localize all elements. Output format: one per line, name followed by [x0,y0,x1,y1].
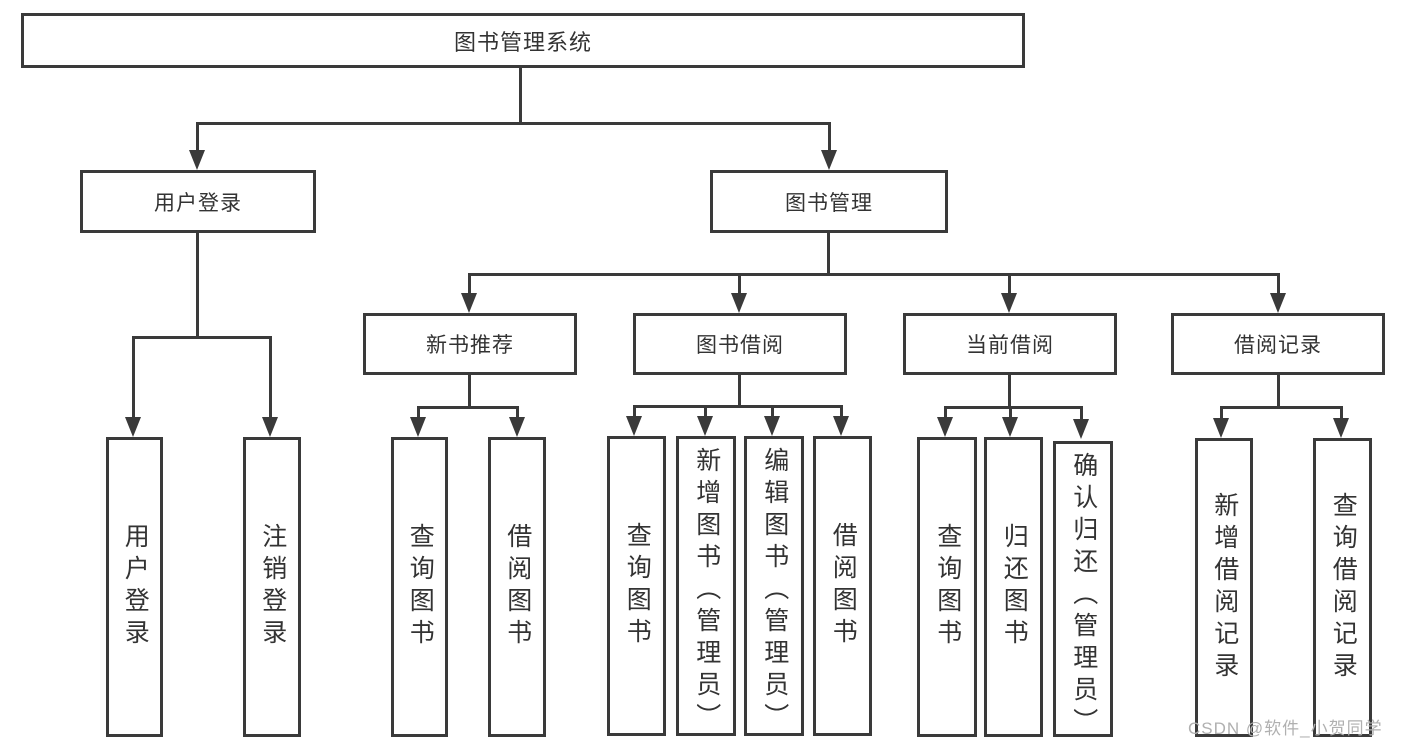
leaf-bb-edit-books-admin: 编辑图书（管理员） [744,436,804,736]
arrowhead-to-user-login-icon [189,150,205,170]
leaf-bb-query-books: 查询图书 [607,436,666,736]
arrowhead-to-br-add-icon [1213,418,1229,438]
arrowhead-to-bb-add-icon [697,416,713,436]
arrowhead-to-cb-return-icon [1002,417,1018,437]
node-book-mgmt-label: 图书管理 [785,191,873,215]
csdn-watermark: CSDN @软件_小贺同学 [1188,719,1383,738]
node-root: 图书管理系统 [21,13,1025,68]
arrowhead-to-cb-confirm-icon [1073,419,1089,439]
edge-to-book-borrow-line [738,273,741,295]
arrowhead-to-bb-edit-icon [764,416,780,436]
leaf-bb-borrow-books: 借阅图书 [813,436,872,736]
edge-to-br-query-line [1340,406,1343,419]
arrowhead-to-leaf-user-login-icon [125,417,141,437]
node-user-login: 用户登录 [80,170,316,233]
edge-borrow-records-trunk-line [1277,375,1280,409]
edge-to-cb-confirm-line [1080,406,1083,421]
edge-to-bb-borrow-line [840,405,843,418]
edge-to-leaf-user-login-line [132,336,135,419]
edge-current-borrow-split-line [944,406,1083,409]
edge-root-trunk-line [519,68,522,125]
leaf-cb-return-books: 归还图书 [984,437,1043,737]
edge-to-new-book-rec-line [468,273,471,295]
leaf-bb-query-books-label: 查询图书 [623,522,652,650]
arrowhead-to-leaf-logout-icon [262,417,278,437]
edge-to-borrow-records-line [1277,273,1280,295]
leaf-br-query-record: 查询借阅记录 [1313,438,1372,737]
leaf-bb-edit-books-admin-label: 编辑图书（管理员） [760,447,789,735]
leaf-logout-label: 注销登录 [258,523,287,651]
node-current-borrow-label: 当前借阅 [966,334,1054,357]
edge-new-book-rec-trunk-line [468,375,471,409]
leaf-br-query-record-label: 查询借阅记录 [1329,491,1358,684]
leaf-nbr-query-books-label: 查询图书 [406,523,435,651]
edge-book-mgmt-split-line [468,273,1280,276]
node-borrow-records-label: 借阅记录 [1234,334,1322,357]
leaf-logout: 注销登录 [243,437,301,737]
arrowhead-to-current-borrow-icon [1001,293,1017,313]
edge-new-book-rec-split-line [417,406,519,409]
node-new-book-rec: 新书推荐 [363,313,577,375]
leaf-cb-confirm-return-admin-label: 确认归还（管理员） [1069,452,1098,740]
edge-to-book-mgmt-line [828,122,831,152]
leaf-nbr-borrow-books: 借阅图书 [488,437,546,737]
leaf-cb-query-books: 查询图书 [917,437,977,737]
edge-to-br-add-line [1220,406,1223,419]
arrowhead-to-bb-borrow-icon [833,416,849,436]
node-book-borrow: 图书借阅 [633,313,847,375]
arrowhead-to-bb-query-icon [626,416,642,436]
leaf-bb-borrow-books-label: 借阅图书 [829,522,858,650]
leaf-cb-query-books-label: 查询图书 [933,523,962,651]
leaf-bb-add-books-admin: 新增图书（管理员） [676,436,736,736]
edge-book-borrow-trunk-line [738,375,741,408]
edge-book-mgmt-trunk-line [827,232,830,276]
leaf-nbr-query-books: 查询图书 [391,437,448,737]
leaf-nbr-borrow-books-label: 借阅图书 [503,523,532,651]
leaf-br-add-record: 新增借阅记录 [1195,438,1253,737]
leaf-cb-confirm-return-admin: 确认归还（管理员） [1053,441,1113,740]
arrowhead-to-borrow-records-icon [1270,293,1286,313]
edge-to-user-login-line [196,122,199,152]
edge-root-split-line [196,122,831,125]
edge-to-cb-return-line [1009,406,1012,419]
node-borrow-records: 借阅记录 [1171,313,1385,375]
arrowhead-to-book-borrow-icon [731,293,747,313]
leaf-cb-return-books-label: 归还图书 [1000,523,1029,651]
edge-user-login-split-line [132,336,272,339]
edge-to-nbr-query-line [417,406,420,419]
edge-to-leaf-logout-line [269,336,272,419]
edge-to-bb-add-line [704,405,707,418]
node-book-mgmt: 图书管理 [710,170,948,233]
node-root-label: 图书管理系统 [453,29,592,55]
node-book-borrow-label: 图书借阅 [696,334,784,357]
edge-to-cb-query-line [944,406,947,419]
arrowhead-to-nbr-query-icon [410,417,426,437]
edge-borrow-records-split-line [1220,406,1343,409]
edge-to-nbr-borrow-line [516,406,519,419]
edge-to-current-borrow-line [1008,273,1011,295]
edge-book-borrow-split-line [633,405,843,408]
edge-user-login-trunk-line [196,232,199,339]
edge-to-bb-edit-line [771,405,774,418]
arrowhead-to-br-query-icon [1333,418,1349,438]
edge-current-borrow-trunk-line [1008,375,1011,409]
arrowhead-to-book-mgmt-icon [821,150,837,170]
leaf-user-login-label: 用户登录 [121,523,150,651]
leaf-bb-add-books-admin-label: 新增图书（管理员） [692,447,721,735]
leaf-user-login: 用户登录 [106,437,163,737]
leaf-br-add-record-label: 新增借阅记录 [1210,491,1239,684]
node-current-borrow: 当前借阅 [903,313,1117,375]
node-user-login-label: 用户登录 [154,191,242,215]
edge-to-bb-query-line [633,405,636,418]
arrowhead-to-nbr-borrow-icon [509,417,525,437]
arrowhead-to-new-book-rec-icon [461,293,477,313]
arrowhead-to-cb-query-icon [937,417,953,437]
node-new-book-rec-label: 新书推荐 [426,334,514,357]
